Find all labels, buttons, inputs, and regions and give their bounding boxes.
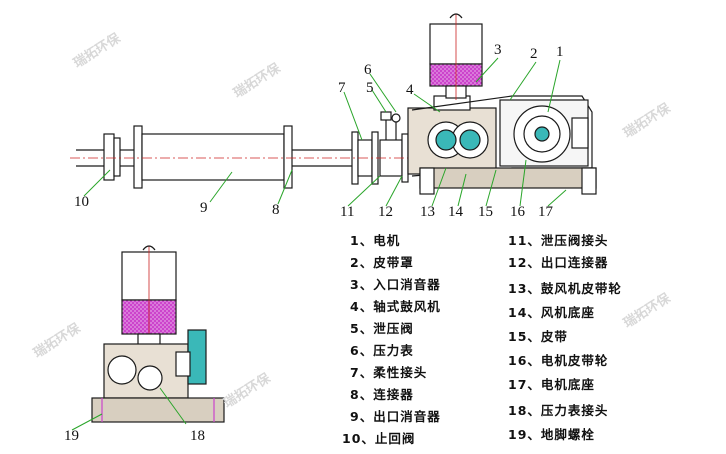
- callout-7: 7: [338, 80, 346, 96]
- legend-item-10: 10、止回阀: [342, 431, 416, 446]
- legend-item-1: 1、电机: [350, 233, 401, 248]
- callout-17: 17: [538, 204, 554, 220]
- callout-19: 19: [64, 428, 79, 444]
- pipe-fittings: [351, 111, 409, 185]
- callout-18: 18: [190, 428, 205, 444]
- legend-item-6: 6、压力表: [350, 343, 414, 358]
- end-view: [91, 245, 225, 423]
- callout-13: 13: [420, 204, 435, 220]
- legend-item-11: 11、泄压阀接头: [508, 233, 609, 248]
- legend-item-15: 15、皮带: [508, 329, 568, 344]
- legend-item-8: 8、连接器: [350, 387, 414, 402]
- callout-6: 6: [364, 62, 372, 78]
- inlet-silencer: [429, 13, 483, 100]
- callout-10: 10: [74, 194, 89, 210]
- callout-8: 8: [272, 202, 280, 218]
- callout-2: 2: [530, 46, 538, 62]
- legend-item-9: 9、出口消音器: [350, 409, 441, 424]
- legend-item-13: 13、鼓风机皮带轮: [508, 281, 622, 296]
- callout-16: 16: [510, 204, 526, 220]
- end-view-leaders: [71, 387, 187, 431]
- callout-15: 15: [478, 204, 493, 220]
- callout-12: 12: [378, 204, 393, 220]
- callout-numbers-top: 1 2 3 4 5 6 7 8 9 10 11 12 13 14 15 16 1…: [74, 42, 564, 220]
- legend-item-3: 3、入口消音器: [350, 277, 441, 292]
- legend-item-12: 12、出口连接器: [508, 255, 609, 270]
- callout-5: 5: [366, 80, 374, 96]
- legend-item-16: 16、电机皮带轮: [508, 353, 609, 368]
- callout-4: 4: [406, 82, 414, 98]
- callout-3: 3: [494, 42, 502, 58]
- legend-item-18: 18、压力表接头: [508, 403, 609, 418]
- callout-14: 14: [448, 204, 464, 220]
- blower: [407, 95, 497, 175]
- legend-item-19: 19、地脚螺栓: [508, 427, 595, 442]
- legend-item-5: 5、泄压阀: [350, 321, 414, 336]
- motor: [513, 105, 589, 163]
- legend-item-14: 14、风机底座: [508, 305, 595, 320]
- legend-item-7: 7、柔性接头: [350, 365, 428, 380]
- callout-9: 9: [200, 200, 208, 216]
- base: [419, 167, 597, 195]
- legend-item-17: 17、电机底座: [508, 377, 595, 392]
- outlet-silencer-body: [133, 125, 352, 189]
- callout-leaders: [83, 57, 567, 207]
- legend-item-4: 4、轴式鼓风机: [350, 299, 441, 314]
- callout-1: 1: [556, 44, 564, 60]
- outlet-pipe: [76, 133, 134, 181]
- callout-11: 11: [340, 204, 354, 220]
- legend-item-2: 2、皮带罩: [350, 255, 414, 270]
